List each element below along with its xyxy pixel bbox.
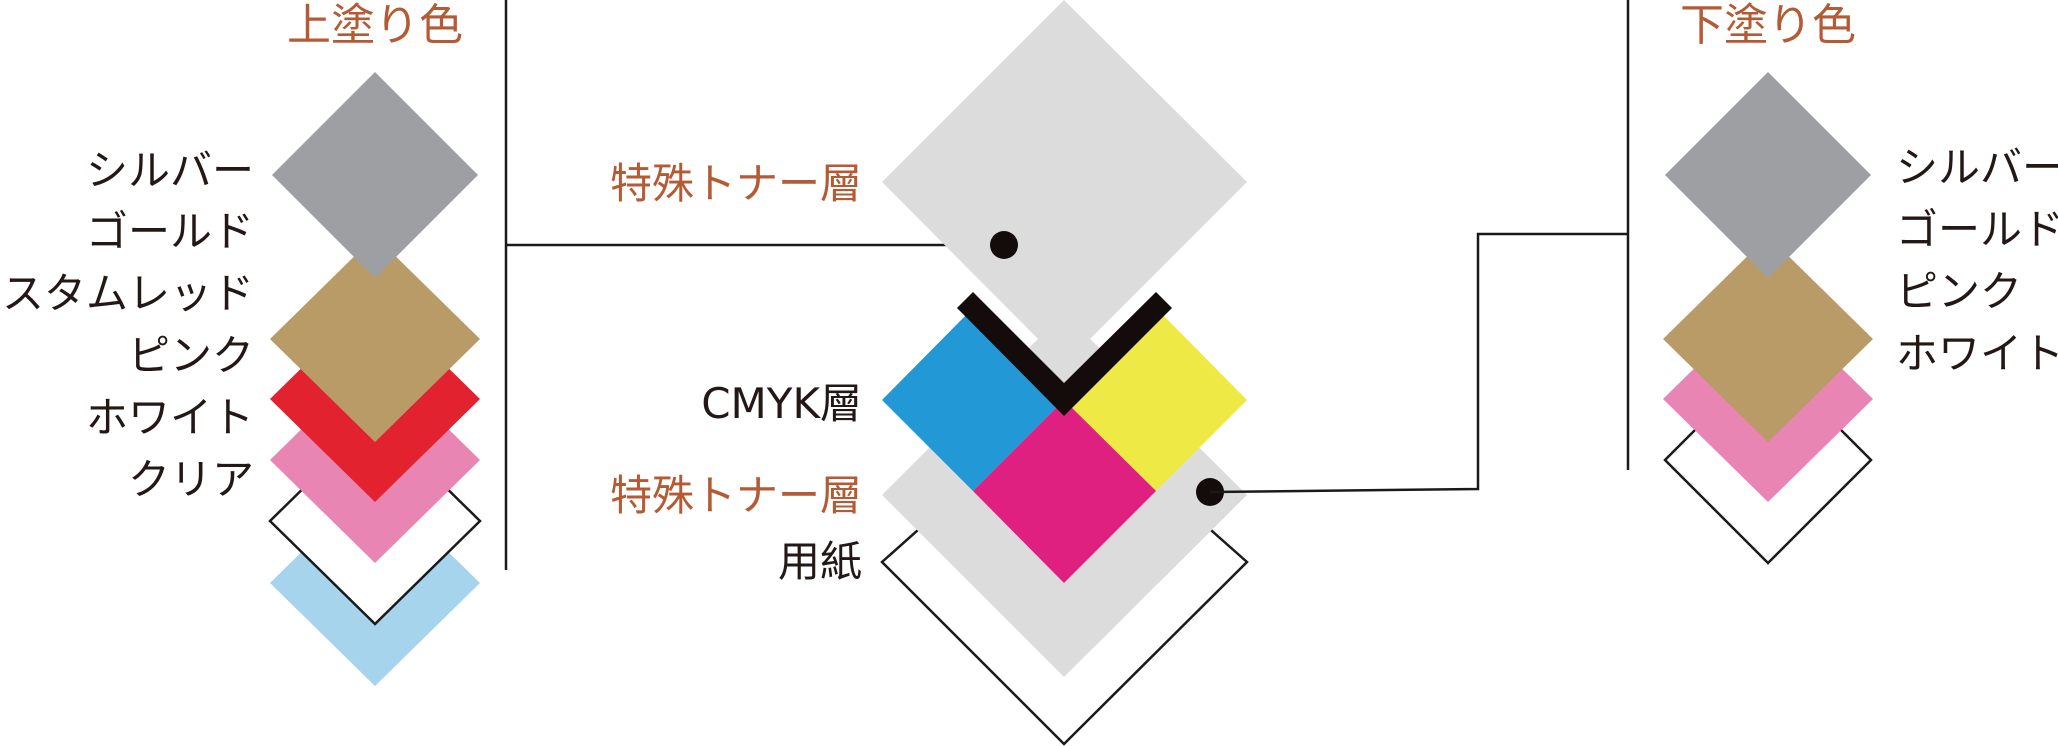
top-coat-label-pink: ピンク xyxy=(128,331,254,380)
magenta-block xyxy=(973,400,1156,583)
paper-label: 用紙 xyxy=(778,537,862,586)
layer-stack: 特殊トナー層 CMYK層 特殊トナー層 用紙 xyxy=(610,0,1249,746)
silver-swatch xyxy=(272,72,478,278)
top-connector-dot xyxy=(990,231,1018,259)
under-coat-connector xyxy=(1209,232,1628,494)
top-coat-heading: 上塗り色 xyxy=(287,0,463,51)
top-coat-label-custom-red: カスタムレッド xyxy=(0,269,254,318)
yellow-block xyxy=(1064,308,1247,491)
gold-swatch xyxy=(1663,236,1873,442)
top-coat-label-silver: シルバー xyxy=(86,146,254,195)
cyan-block xyxy=(882,308,1064,491)
silver-swatch xyxy=(1665,72,1871,278)
special-toner-top-label: 特殊トナー層 xyxy=(610,159,862,208)
black-block xyxy=(957,292,1172,416)
under-coat-label-gold: ゴールド xyxy=(1896,205,2058,254)
top-coat-label-clear: クリア xyxy=(128,455,254,504)
under-coat-label-white: ホワイト xyxy=(1896,329,2058,378)
cmyk-label: CMYK層 xyxy=(701,379,862,428)
gold-swatch xyxy=(270,236,480,442)
under-coat-label-silver: シルバー xyxy=(1896,143,2058,192)
special-toner-bottom-label: 特殊トナー層 xyxy=(610,471,862,520)
special-toner-top-layer xyxy=(882,0,1247,365)
top-coat-group: 上塗り色 シルバー ゴールド カスタムレッド ピンク ホワイト クリア xyxy=(0,0,482,686)
top-coat-label-gold: ゴールド xyxy=(86,207,254,256)
under-coat-group: 下塗り色 シルバー ゴールド ピンク ホワイト xyxy=(1663,0,2058,565)
under-coat-label-pink: ピンク xyxy=(1896,267,2022,316)
top-coat-label-white: ホワイト xyxy=(86,393,254,442)
under-coat-heading: 下塗り色 xyxy=(1680,0,1856,51)
